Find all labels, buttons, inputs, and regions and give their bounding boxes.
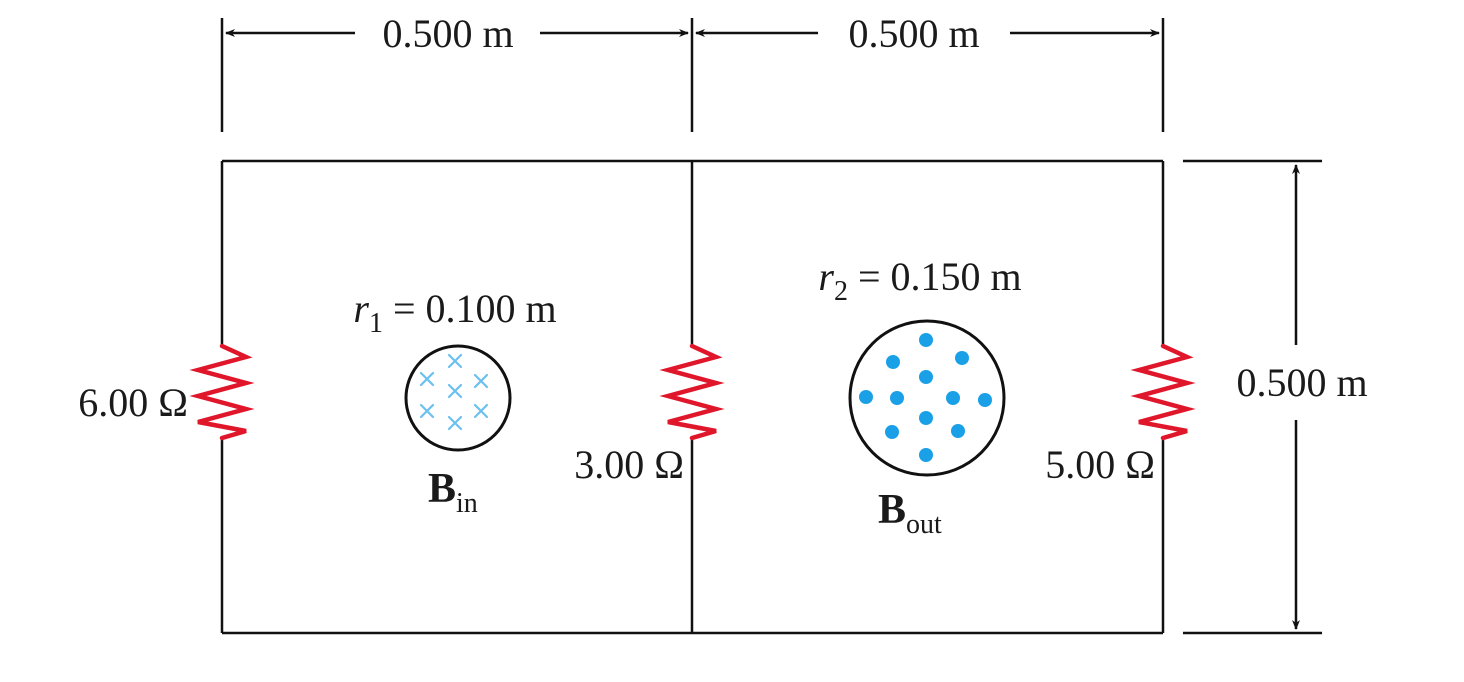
dot-marker (978, 393, 992, 407)
field-label-right: Bout (878, 487, 942, 540)
dot-marker (946, 391, 960, 405)
cross-marker (473, 373, 489, 389)
resistor-right-zigzag (1130, 343, 1196, 441)
dot-marker (951, 424, 965, 438)
cross-marker (419, 371, 435, 387)
dimension-label-left-width: 0.500 m (382, 11, 513, 56)
dimension-label-right-width: 0.500 m (848, 11, 979, 56)
dot-marker (955, 351, 969, 365)
radius-label-right: r2= 0.150 m (818, 254, 1021, 307)
resistor-right-label: 5.00 Ω (1045, 442, 1155, 487)
right-dimension (1183, 159, 1322, 635)
field-region-left: r1= 0.100 m Bin (353, 286, 556, 519)
cross-marker (447, 415, 463, 431)
cross-icon (419, 353, 489, 431)
dot-marker (919, 411, 933, 425)
field-region-right: r2= 0.150 m Bout (818, 254, 1021, 540)
cross-marker (447, 383, 463, 399)
dot-marker (919, 333, 933, 347)
resistor-left-zigzag (189, 343, 255, 441)
dimension-label-height: 0.500 m (1236, 360, 1367, 405)
field-label-left: Bin (428, 466, 478, 519)
resistor-middle-label: 3.00 Ω (574, 442, 684, 487)
cross-marker (419, 403, 435, 419)
cross-marker (447, 353, 463, 369)
circuit-wires (220, 159, 1165, 635)
dot-marker (919, 370, 933, 384)
dot-marker (885, 425, 899, 439)
dot-icon (859, 333, 992, 462)
field-circle-left (404, 344, 512, 452)
top-dimension (220, 18, 1165, 132)
radius-label-left: r1= 0.100 m (353, 286, 556, 339)
dot-marker (890, 391, 904, 405)
dot-marker (886, 355, 900, 369)
resistors (189, 343, 1196, 441)
resistor-left-label: 6.00 Ω (78, 380, 188, 425)
resistor-middle-zigzag (659, 343, 725, 441)
cross-marker (473, 403, 489, 419)
dot-marker (919, 448, 933, 462)
field-circle-right (848, 319, 1006, 477)
dot-marker (859, 390, 873, 404)
